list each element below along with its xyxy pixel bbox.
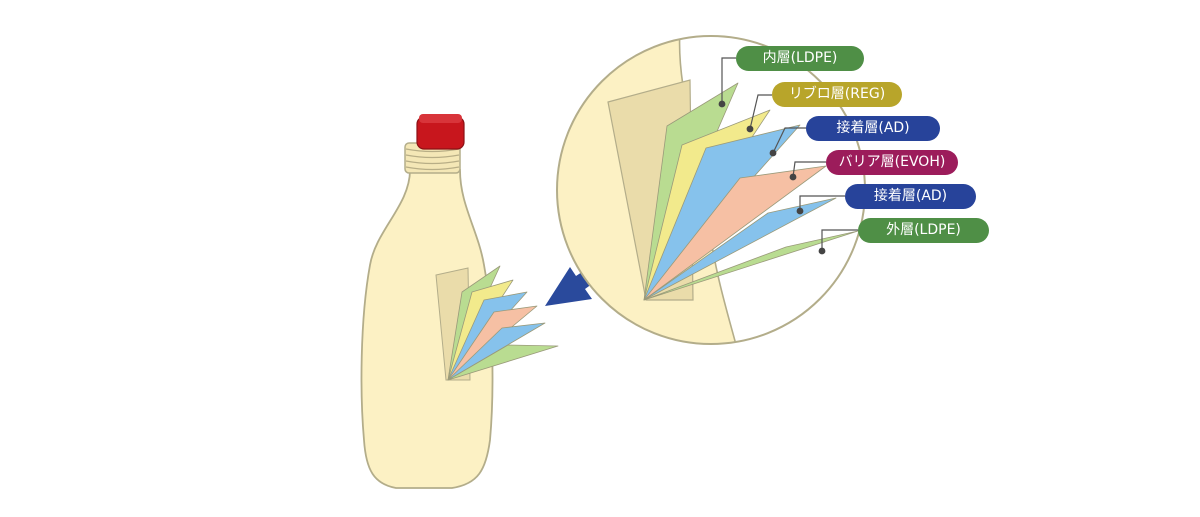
sheet-evoh: [643, 165, 827, 301]
label-ad-2: 接着層(AD): [845, 184, 976, 209]
leader-reg: [749, 94, 772, 130]
sheet-ad-2: [643, 197, 837, 301]
label-reg: リブロ層(REG): [772, 82, 902, 107]
leader-evoh: [792, 161, 826, 178]
bottle-neck-threads: [405, 148, 460, 171]
leader-inner: [721, 57, 736, 104]
small-sheet-outer: [447, 344, 559, 381]
leader-lines: [721, 57, 858, 251]
bottle: [360, 114, 559, 489]
bottle-layer-peel: [435, 265, 559, 381]
bottle-body: [360, 169, 494, 489]
bottle-cap-top: [419, 114, 462, 123]
label-inner-ldpe: 内層(LDPE): [736, 46, 864, 71]
leader-dots: [718, 100, 826, 255]
leader-outer: [821, 229, 858, 251]
leader-ad-1: [772, 127, 806, 154]
label-outer-ldpe: 外層(LDPE): [858, 218, 989, 243]
magnifier: [556, 35, 866, 345]
leader-ad-2: [799, 195, 845, 211]
label-evoh: バリア層(EVOH): [826, 150, 958, 175]
label-ad-1: 接着層(AD): [806, 116, 940, 141]
